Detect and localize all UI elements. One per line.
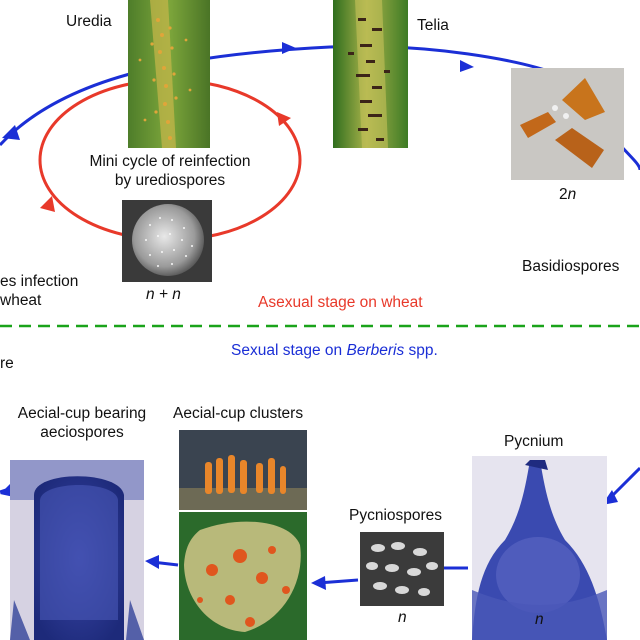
label-sexual-genus: Berberis bbox=[346, 342, 405, 359]
label-mini-cycle: Mini cycle of reinfection by urediospore… bbox=[70, 153, 270, 190]
aecial-clusters-photo bbox=[179, 430, 307, 510]
label-infection-line2: wheat bbox=[0, 291, 42, 309]
main-cycle-curve bbox=[0, 44, 561, 147]
arrowhead-top-right bbox=[460, 60, 474, 72]
label-uredia: Uredia bbox=[66, 13, 112, 30]
label-basidiospores: Basidiospores bbox=[522, 258, 620, 275]
label-ploidy-pycniospore: n bbox=[398, 609, 407, 626]
label-mini-cycle-line2: by urediospores bbox=[114, 171, 226, 189]
lower-cycle-right bbox=[608, 466, 640, 500]
label-pycniospores: Pycniospores bbox=[349, 507, 443, 524]
label-telia: Telia bbox=[417, 17, 449, 34]
label-aecial-cup-bearing-line2: aeciospores bbox=[40, 423, 124, 441]
label-pycnium: Pycnium bbox=[504, 433, 564, 450]
label-sexual-suffix: spp. bbox=[404, 342, 438, 359]
label-mini-cycle-line1: Mini cycle of reinfection bbox=[89, 153, 251, 170]
label-aecial-cup-bearing: Aecial-cup bearing aeciospores bbox=[2, 405, 162, 442]
urediospore-photo bbox=[122, 200, 212, 282]
label-asexual-stage: Asexual stage on wheat bbox=[258, 294, 423, 311]
berberis-leaf-photo bbox=[179, 512, 307, 640]
mini-cycle-arrow-left bbox=[40, 196, 55, 212]
arrowhead-left bbox=[2, 125, 20, 140]
uredia-photo bbox=[128, 0, 210, 148]
pycniospores-photo bbox=[360, 532, 444, 606]
label-infection: es infection wheat bbox=[0, 273, 78, 310]
label-aecial-cup-clusters: Aecial-cup clusters bbox=[173, 405, 304, 422]
aecial-cup-photo bbox=[10, 460, 144, 640]
mini-cycle-arrow-right bbox=[277, 112, 291, 126]
label-sexual-stage: Sexual stage on Berberis spp. bbox=[231, 342, 438, 361]
label-sexual-prefix: Sexual stage on bbox=[231, 342, 347, 359]
label-left-cut: re bbox=[0, 355, 14, 372]
basidiospores-photo bbox=[511, 68, 624, 180]
label-aecial-cup-bearing-line1: Aecial-cup bearing bbox=[17, 405, 147, 422]
pycnium-photo bbox=[472, 456, 607, 640]
label-ploidy-basidio-var: n bbox=[567, 186, 577, 203]
label-ploidy-basidio: 2n bbox=[559, 186, 576, 205]
telia-photo bbox=[333, 0, 408, 148]
label-ploidy-basidio-base: 2 bbox=[559, 186, 568, 203]
arrowhead-top bbox=[282, 42, 296, 54]
label-ploidy-pycnium: n bbox=[535, 611, 544, 628]
label-ploidy-urediospore: n + n bbox=[146, 286, 181, 303]
label-infection-line1: es infection bbox=[0, 273, 79, 290]
